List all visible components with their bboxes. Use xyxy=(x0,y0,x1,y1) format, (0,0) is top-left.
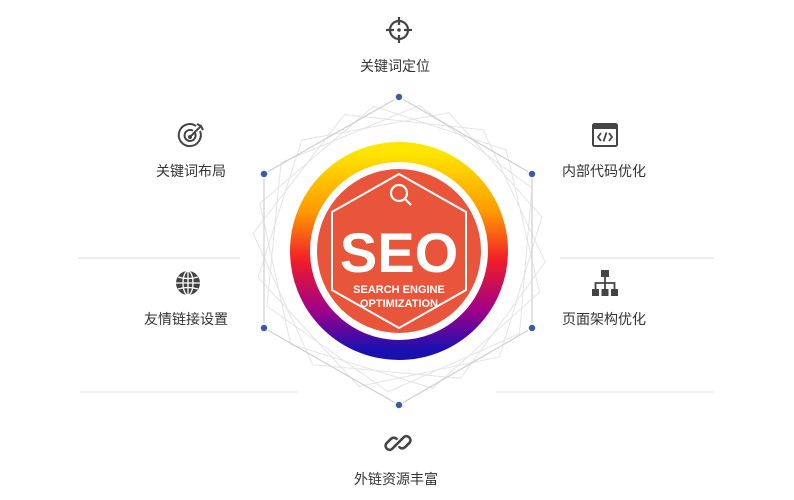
seo-subtitle-2: OPTIMIZATION xyxy=(360,298,438,310)
item-label-keyword-positioning: 关键词定位 xyxy=(360,59,430,75)
item-label-friend-links: 友情链接设置 xyxy=(144,312,228,328)
node-bottom-right xyxy=(527,323,537,333)
gradient-ring xyxy=(290,142,508,360)
target-icon xyxy=(177,123,204,148)
node-bottom xyxy=(394,400,404,410)
item-label-page-structure: 页面架构优化 xyxy=(562,312,646,328)
item-label-code-optimization: 内部代码优化 xyxy=(562,164,646,180)
magnifier-icon xyxy=(389,183,412,206)
sitemap-icon xyxy=(592,270,618,296)
item-label-keyword-layout: 关键词布局 xyxy=(156,164,226,180)
hexagon-nodes xyxy=(259,92,537,410)
code-window-icon xyxy=(592,123,618,147)
seo-title: SEO xyxy=(340,221,458,284)
node-top-right xyxy=(527,169,537,179)
crosshair-icon xyxy=(386,17,412,43)
item-label-external-links: 外链资源丰富 xyxy=(354,472,438,488)
globe-icon xyxy=(176,270,200,296)
node-top-left xyxy=(259,169,269,179)
link-icon xyxy=(384,434,412,452)
node-bottom-left xyxy=(259,323,269,333)
node-top xyxy=(394,92,404,102)
seo-red-disc xyxy=(317,169,481,333)
seo-subtitle-1: SEARCH ENGINE xyxy=(353,284,445,296)
inner-hexagon xyxy=(331,172,467,330)
